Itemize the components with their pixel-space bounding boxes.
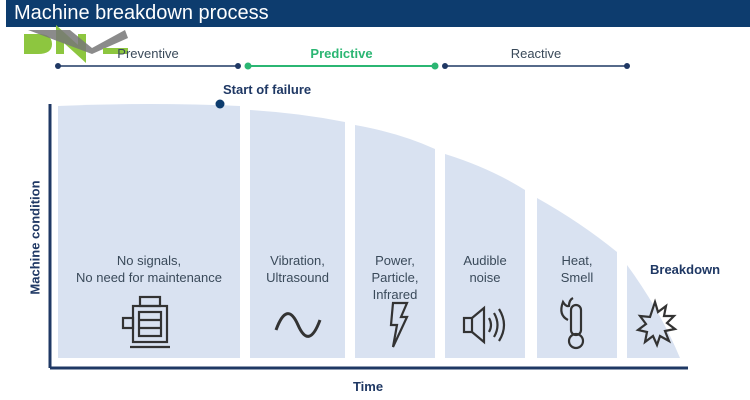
start-of-failure-label: Start of failure bbox=[223, 82, 312, 97]
stage-bar bbox=[355, 125, 435, 358]
breakdown-label: Breakdown bbox=[650, 262, 721, 277]
phase-reactive: Reactive bbox=[510, 46, 562, 61]
phase-preventive: Preventive bbox=[117, 46, 179, 61]
stage-bar bbox=[250, 110, 345, 358]
thermometer-fire-icon bbox=[560, 297, 585, 350]
explosion-icon bbox=[635, 298, 678, 349]
sine-wave-icon bbox=[274, 312, 322, 338]
stage-label: Vibration,Ultrasound bbox=[266, 253, 329, 285]
stage-label: No signals,No need for maintenance bbox=[76, 253, 222, 285]
stage-label: Power,Particle,Infrared bbox=[371, 253, 419, 302]
stage-bar bbox=[58, 104, 240, 358]
phase-lines bbox=[55, 62, 630, 70]
phase-predictive: Predictive bbox=[310, 46, 373, 61]
y-axis-label: Machine condition bbox=[27, 180, 43, 295]
failure-marker bbox=[215, 99, 225, 109]
speaker-icon bbox=[462, 305, 506, 345]
motor-icon bbox=[121, 295, 170, 349]
stage-bar bbox=[537, 198, 617, 358]
lightning-icon bbox=[389, 301, 409, 348]
logo bbox=[24, 24, 128, 64]
stage-bar bbox=[445, 154, 525, 358]
x-axis-label: Time bbox=[352, 379, 384, 394]
title-bar: Machine breakdown process bbox=[6, 0, 750, 27]
stage-bar bbox=[627, 265, 680, 358]
stage-label: Heat,Smell bbox=[560, 253, 594, 285]
stage-bars bbox=[58, 104, 680, 358]
